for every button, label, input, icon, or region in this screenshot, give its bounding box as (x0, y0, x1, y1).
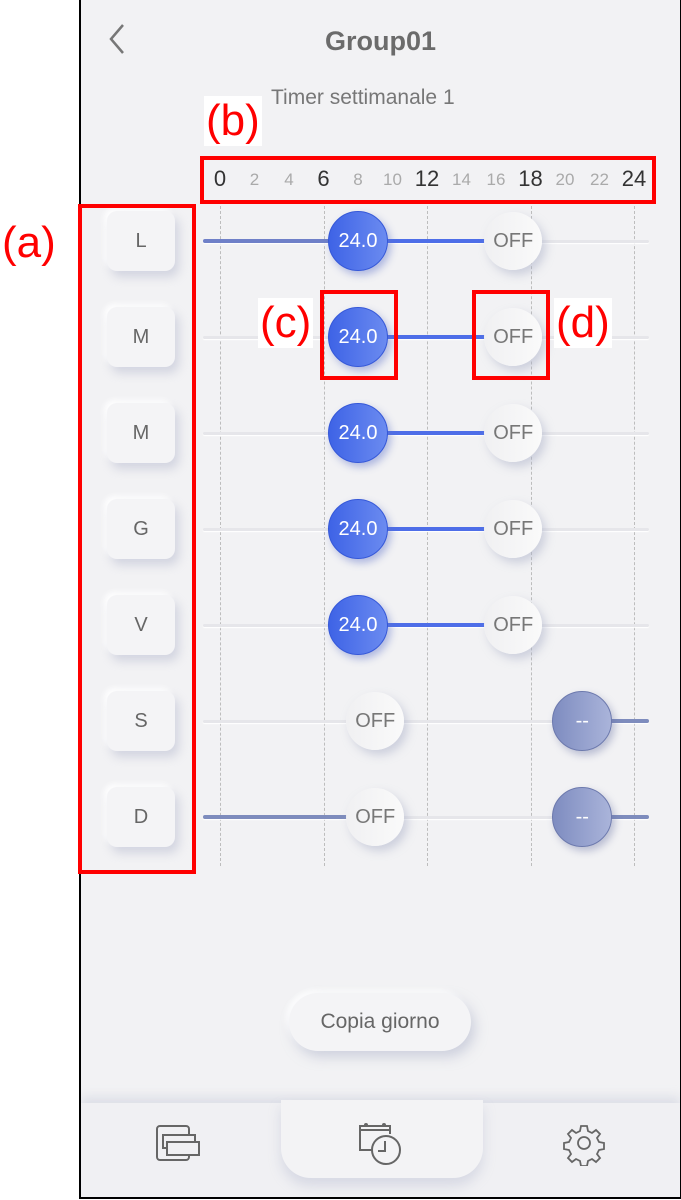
gridline (323, 206, 325, 866)
annotation-box-edge (320, 290, 324, 380)
off-node[interactable]: OFF (484, 404, 543, 462)
active-segment (203, 239, 358, 243)
setpoint-node[interactable]: 24.0 (328, 403, 388, 463)
day-button[interactable]: D (107, 787, 175, 847)
annotation-box-edge (200, 156, 204, 204)
hour-tick-label: 12 (414, 166, 440, 191)
day-button[interactable]: V (107, 595, 175, 655)
annotation-box-edge (472, 376, 550, 380)
off-node[interactable]: OFF (346, 788, 405, 846)
timer-name: Timer settimanale 1 (271, 86, 455, 109)
hour-tick-label: 20 (555, 170, 575, 189)
hour-tick-label: 16 (486, 170, 506, 189)
active-segment (358, 431, 514, 435)
gridline (634, 206, 635, 866)
annotation-box-edge (394, 290, 398, 380)
hour-tick-label: 22 (590, 170, 609, 189)
setpoint-node[interactable]: 24.0 (328, 307, 388, 367)
unset-node[interactable]: -- (552, 787, 613, 847)
annotation-box-edge (652, 156, 656, 204)
hour-tick-label: 4 (284, 170, 294, 189)
off-node[interactable]: OFF (346, 692, 405, 750)
gridline (220, 206, 221, 866)
annotation-box-edge (200, 200, 656, 204)
active-segment (358, 335, 514, 339)
hour-tick-label: 6 (317, 166, 330, 191)
annotation-box-edge (78, 204, 196, 208)
unset-node[interactable]: -- (552, 691, 613, 751)
active-segment (358, 239, 514, 243)
day-button[interactable]: M (107, 307, 175, 367)
off-node[interactable]: OFF (484, 596, 543, 654)
annotation-label-a: (a) (0, 218, 58, 268)
annotation-box-edge (192, 204, 196, 874)
chevron-left-icon (109, 24, 124, 54)
hour-tick-label: 2 (249, 170, 260, 189)
active-segment (582, 815, 649, 819)
setpoint-node[interactable]: 24.0 (328, 499, 388, 559)
off-node[interactable]: OFF (484, 500, 543, 558)
annotation-box-edge (472, 290, 550, 294)
annotation-label-d: (d) (554, 298, 612, 348)
nav-settings[interactable] (559, 1120, 609, 1167)
nav-timer[interactable] (356, 1120, 406, 1166)
hour-tick-label: 24 (621, 166, 647, 191)
off-node[interactable]: OFF (484, 212, 543, 270)
hour-tick-label: 8 (353, 170, 363, 189)
hour-tick-label: 10 (383, 170, 402, 189)
page-title: Group01 (324, 26, 437, 56)
hour-tick-label: 18 (518, 166, 543, 191)
annotation-label-b: (b) (204, 96, 262, 146)
calendar-clock-icon (359, 1123, 401, 1165)
gridline (427, 206, 428, 866)
annotation-box-edge (320, 376, 398, 380)
back-button[interactable] (103, 22, 133, 56)
annotation-box-edge (320, 290, 398, 294)
timeline-track (203, 816, 649, 819)
annotation-box-edge (472, 290, 476, 380)
off-node[interactable]: OFF (484, 308, 543, 366)
copy-day-button[interactable]: Copia giorno (289, 993, 471, 1051)
timeline-track (203, 720, 649, 723)
annotation-box-edge (78, 870, 196, 874)
active-segment (203, 815, 376, 819)
annotation-box-edge (200, 156, 656, 160)
gear-icon (563, 1125, 605, 1167)
setpoint-node[interactable]: 24.0 (328, 595, 388, 655)
nav-devices[interactable] (153, 1120, 203, 1166)
annotation-label-c: (c) (258, 298, 314, 348)
annotation-box-edge (78, 204, 82, 874)
active-segment (358, 527, 514, 531)
hour-tick-label: 0 (213, 166, 227, 191)
day-button[interactable]: L (107, 211, 175, 271)
devices-icon (156, 1125, 200, 1161)
active-segment (358, 623, 514, 627)
annotation-box-edge (546, 290, 550, 380)
day-button[interactable]: S (107, 691, 175, 751)
setpoint-node[interactable]: 24.0 (328, 211, 388, 271)
active-segment (582, 719, 649, 723)
hour-tick-label: 14 (452, 170, 471, 189)
day-button[interactable]: M (107, 403, 175, 463)
day-button[interactable]: G (107, 499, 175, 559)
